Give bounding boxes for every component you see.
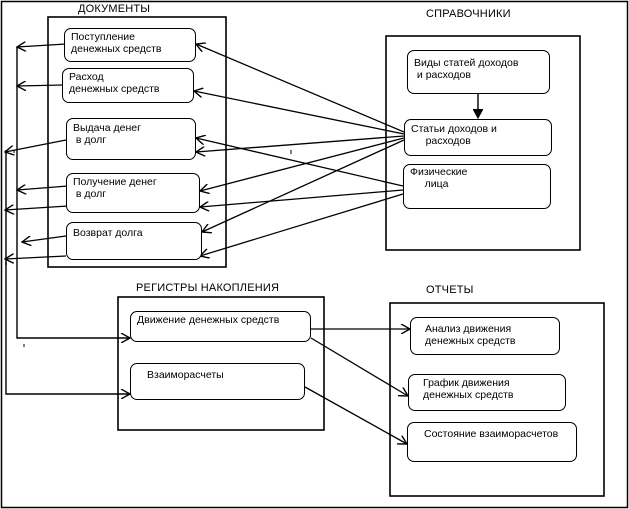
arrow-return-to-bus-2 — [5, 256, 67, 259]
connector-to-settlements-register — [5, 262, 130, 394]
arrow-persons-to-return — [200, 193, 404, 256]
arrow-items-to-receipt — [196, 44, 405, 133]
node-cash-analysis-report[interactable]: Анализ движения денежных средств — [410, 317, 560, 355]
arrow-items-to-loan-receipt — [200, 137, 405, 191]
node-cash-expense[interactable]: Расход денежных средств — [62, 68, 194, 103]
reports-container — [389, 302, 605, 497]
arrow-items-to-expense — [194, 91, 405, 135]
node-cash-chart-report[interactable]: График движения денежных средств — [408, 374, 566, 411]
reports-title: ОТЧЕТЫ — [426, 284, 474, 296]
arrow-items-to-loan-issue — [196, 135, 405, 152]
arrow-persons-to-loan-issue — [196, 138, 404, 187]
documents-title: ДОКУМЕНТЫ — [78, 3, 151, 15]
node-persons[interactable]: Физические лица — [403, 164, 551, 209]
node-settlements-register[interactable]: Взаиморасчеты — [130, 363, 305, 400]
node-items[interactable]: Статьи доходов и расходов — [404, 119, 552, 156]
node-settlements-report[interactable]: Состояние взаиморасчетов — [407, 422, 577, 462]
arrow-settlements-to-report — [304, 386, 407, 444]
arrow-expense-to-bus — [17, 85, 64, 86]
node-loan-issue[interactable]: Выдача денег в долг — [66, 118, 196, 160]
node-cash-movement-register[interactable]: Движение денежных средств — [130, 311, 311, 342]
node-debt-return[interactable]: Возврат долга — [66, 222, 202, 260]
node-loan-receipt[interactable]: Получение денег в долг — [66, 173, 200, 213]
arrow-persons-to-loan-receipt — [200, 189, 404, 207]
arrow-register-to-chart — [310, 337, 408, 396]
arrow-receipt-to-bus — [17, 44, 67, 47]
documents-container — [47, 16, 227, 268]
connector-to-cash-movement-register — [16, 47, 130, 338]
node-item-types[interactable]: Виды статей доходов и расходов — [407, 50, 550, 94]
registers-title: РЕГИСТРЫ НАКОПЛЕНИЯ — [136, 282, 280, 294]
arrow-loan-issue-to-bus — [5, 139, 67, 152]
arrow-loan-receipt-to-bus-2 — [5, 206, 69, 210]
arrow-loan-receipt-to-bus-1 — [17, 186, 69, 190]
registers-container — [117, 296, 325, 431]
node-cash-receipt[interactable]: Поступление денежных средств — [64, 28, 196, 62]
references-title: СПРАВОЧНИКИ — [426, 8, 511, 20]
arrow-items-to-return — [202, 139, 405, 232]
arrow-return-to-bus-1 — [22, 235, 67, 242]
